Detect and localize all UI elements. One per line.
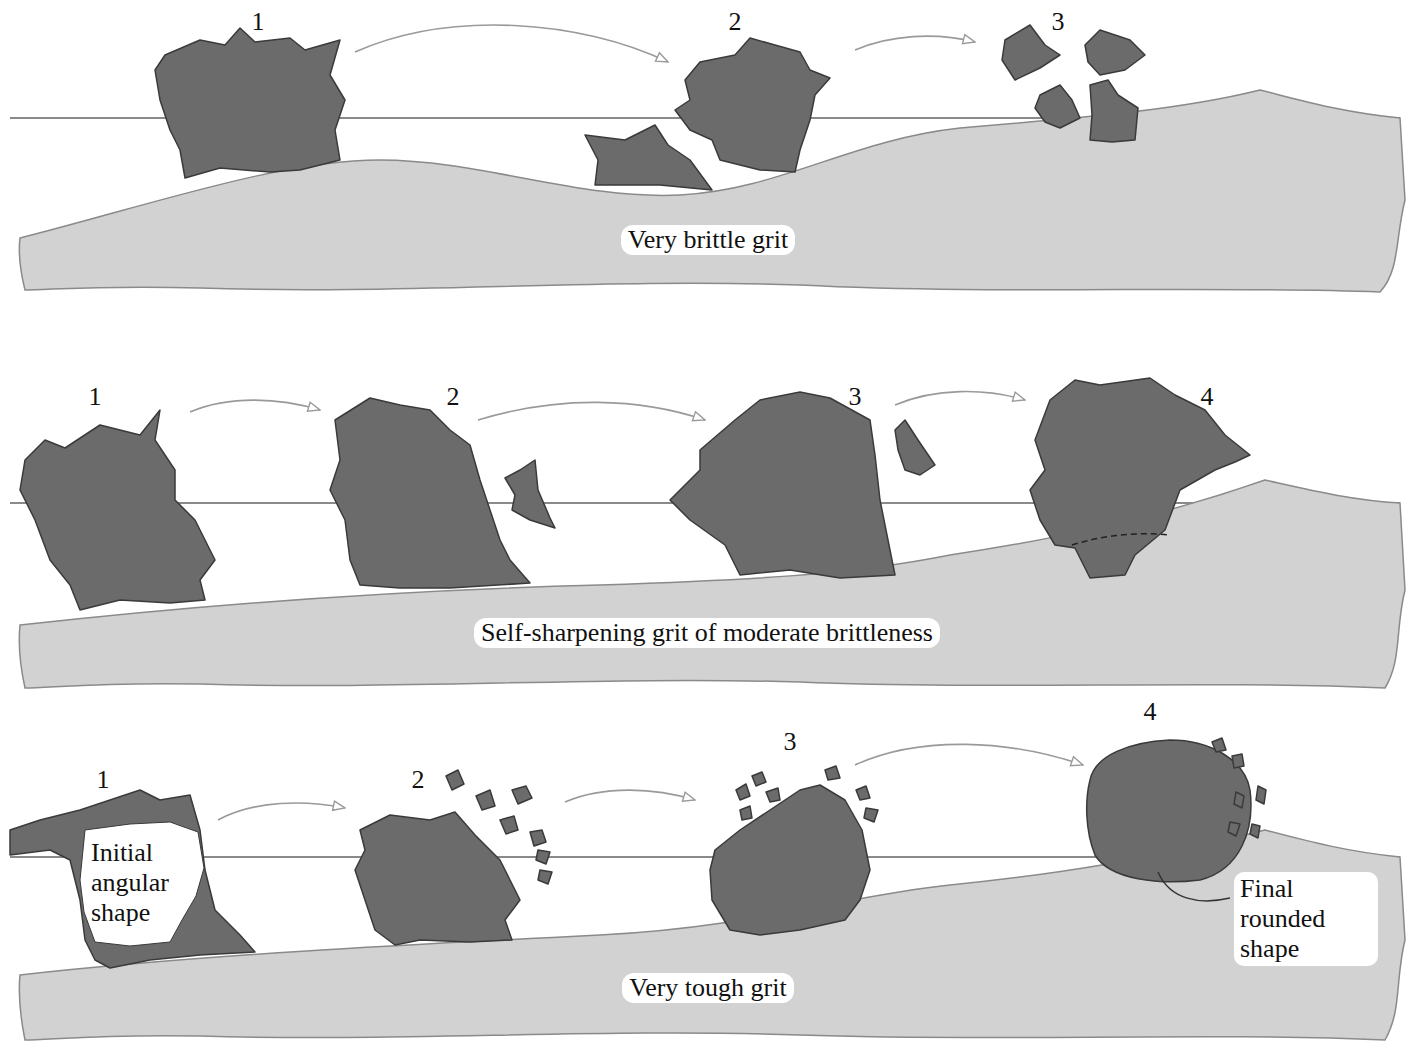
stage-arrow [218,803,345,820]
chip [736,784,750,800]
chip [856,786,870,800]
stage-number: 3 [1052,7,1065,37]
grit-fragment [1035,85,1080,128]
grit-fragment [895,420,935,475]
chip [446,770,464,790]
stage-arrow [855,36,975,50]
chip [864,808,878,822]
stage-number: 4 [1144,697,1157,727]
chip [1250,824,1260,838]
grit-fragment [1002,25,1060,80]
band-label: Very brittle grit [621,225,795,255]
grit-fragment [1090,80,1138,142]
chip [752,772,766,786]
chip [740,806,752,820]
chip [538,870,552,884]
stage-number: 1 [252,7,265,37]
stage-arrow [855,744,1083,765]
callout-label: Final rounded shape [1234,872,1378,966]
chip [512,786,532,804]
stage-number: 3 [784,727,797,757]
shape-note: Initial angular shape [91,838,199,928]
stage-arrow [895,392,1025,405]
chip [1228,822,1240,836]
grit [1087,740,1251,882]
stage-number: 2 [447,382,460,412]
chip [825,766,840,780]
leader-line [1158,872,1230,901]
grit [155,28,345,178]
chip [1234,792,1244,808]
grit [355,812,520,945]
grit [710,785,870,935]
chip [500,816,518,834]
stage-arrow [355,25,668,62]
stage-number: 2 [729,7,742,37]
grit-fragment [1085,30,1145,75]
grit [20,410,215,610]
stage-number: 4 [1201,382,1214,412]
band-label: Self-sharpening grit of moderate brittle… [474,618,940,648]
chip [536,850,550,864]
grit [1030,378,1250,578]
grit-fragment [585,125,712,190]
band-label: Very tough grit [622,973,793,1003]
stage-arrow [565,790,695,802]
chip [1256,786,1266,804]
grit-fragment [505,460,555,528]
chip [766,788,780,802]
stage-arrow [478,402,705,420]
stage-number: 2 [412,765,425,795]
grit [675,38,830,172]
stage-number: 1 [97,765,110,795]
grit [10,790,255,968]
stage-number: 3 [849,382,862,412]
chip [1212,738,1226,752]
stage-number: 1 [89,382,102,412]
wear-line [1072,534,1170,545]
chip [476,790,495,810]
chip [1232,754,1244,768]
chip [530,830,546,846]
grit [330,398,530,588]
stage-arrow [190,400,320,412]
highlight-blob [80,822,204,946]
